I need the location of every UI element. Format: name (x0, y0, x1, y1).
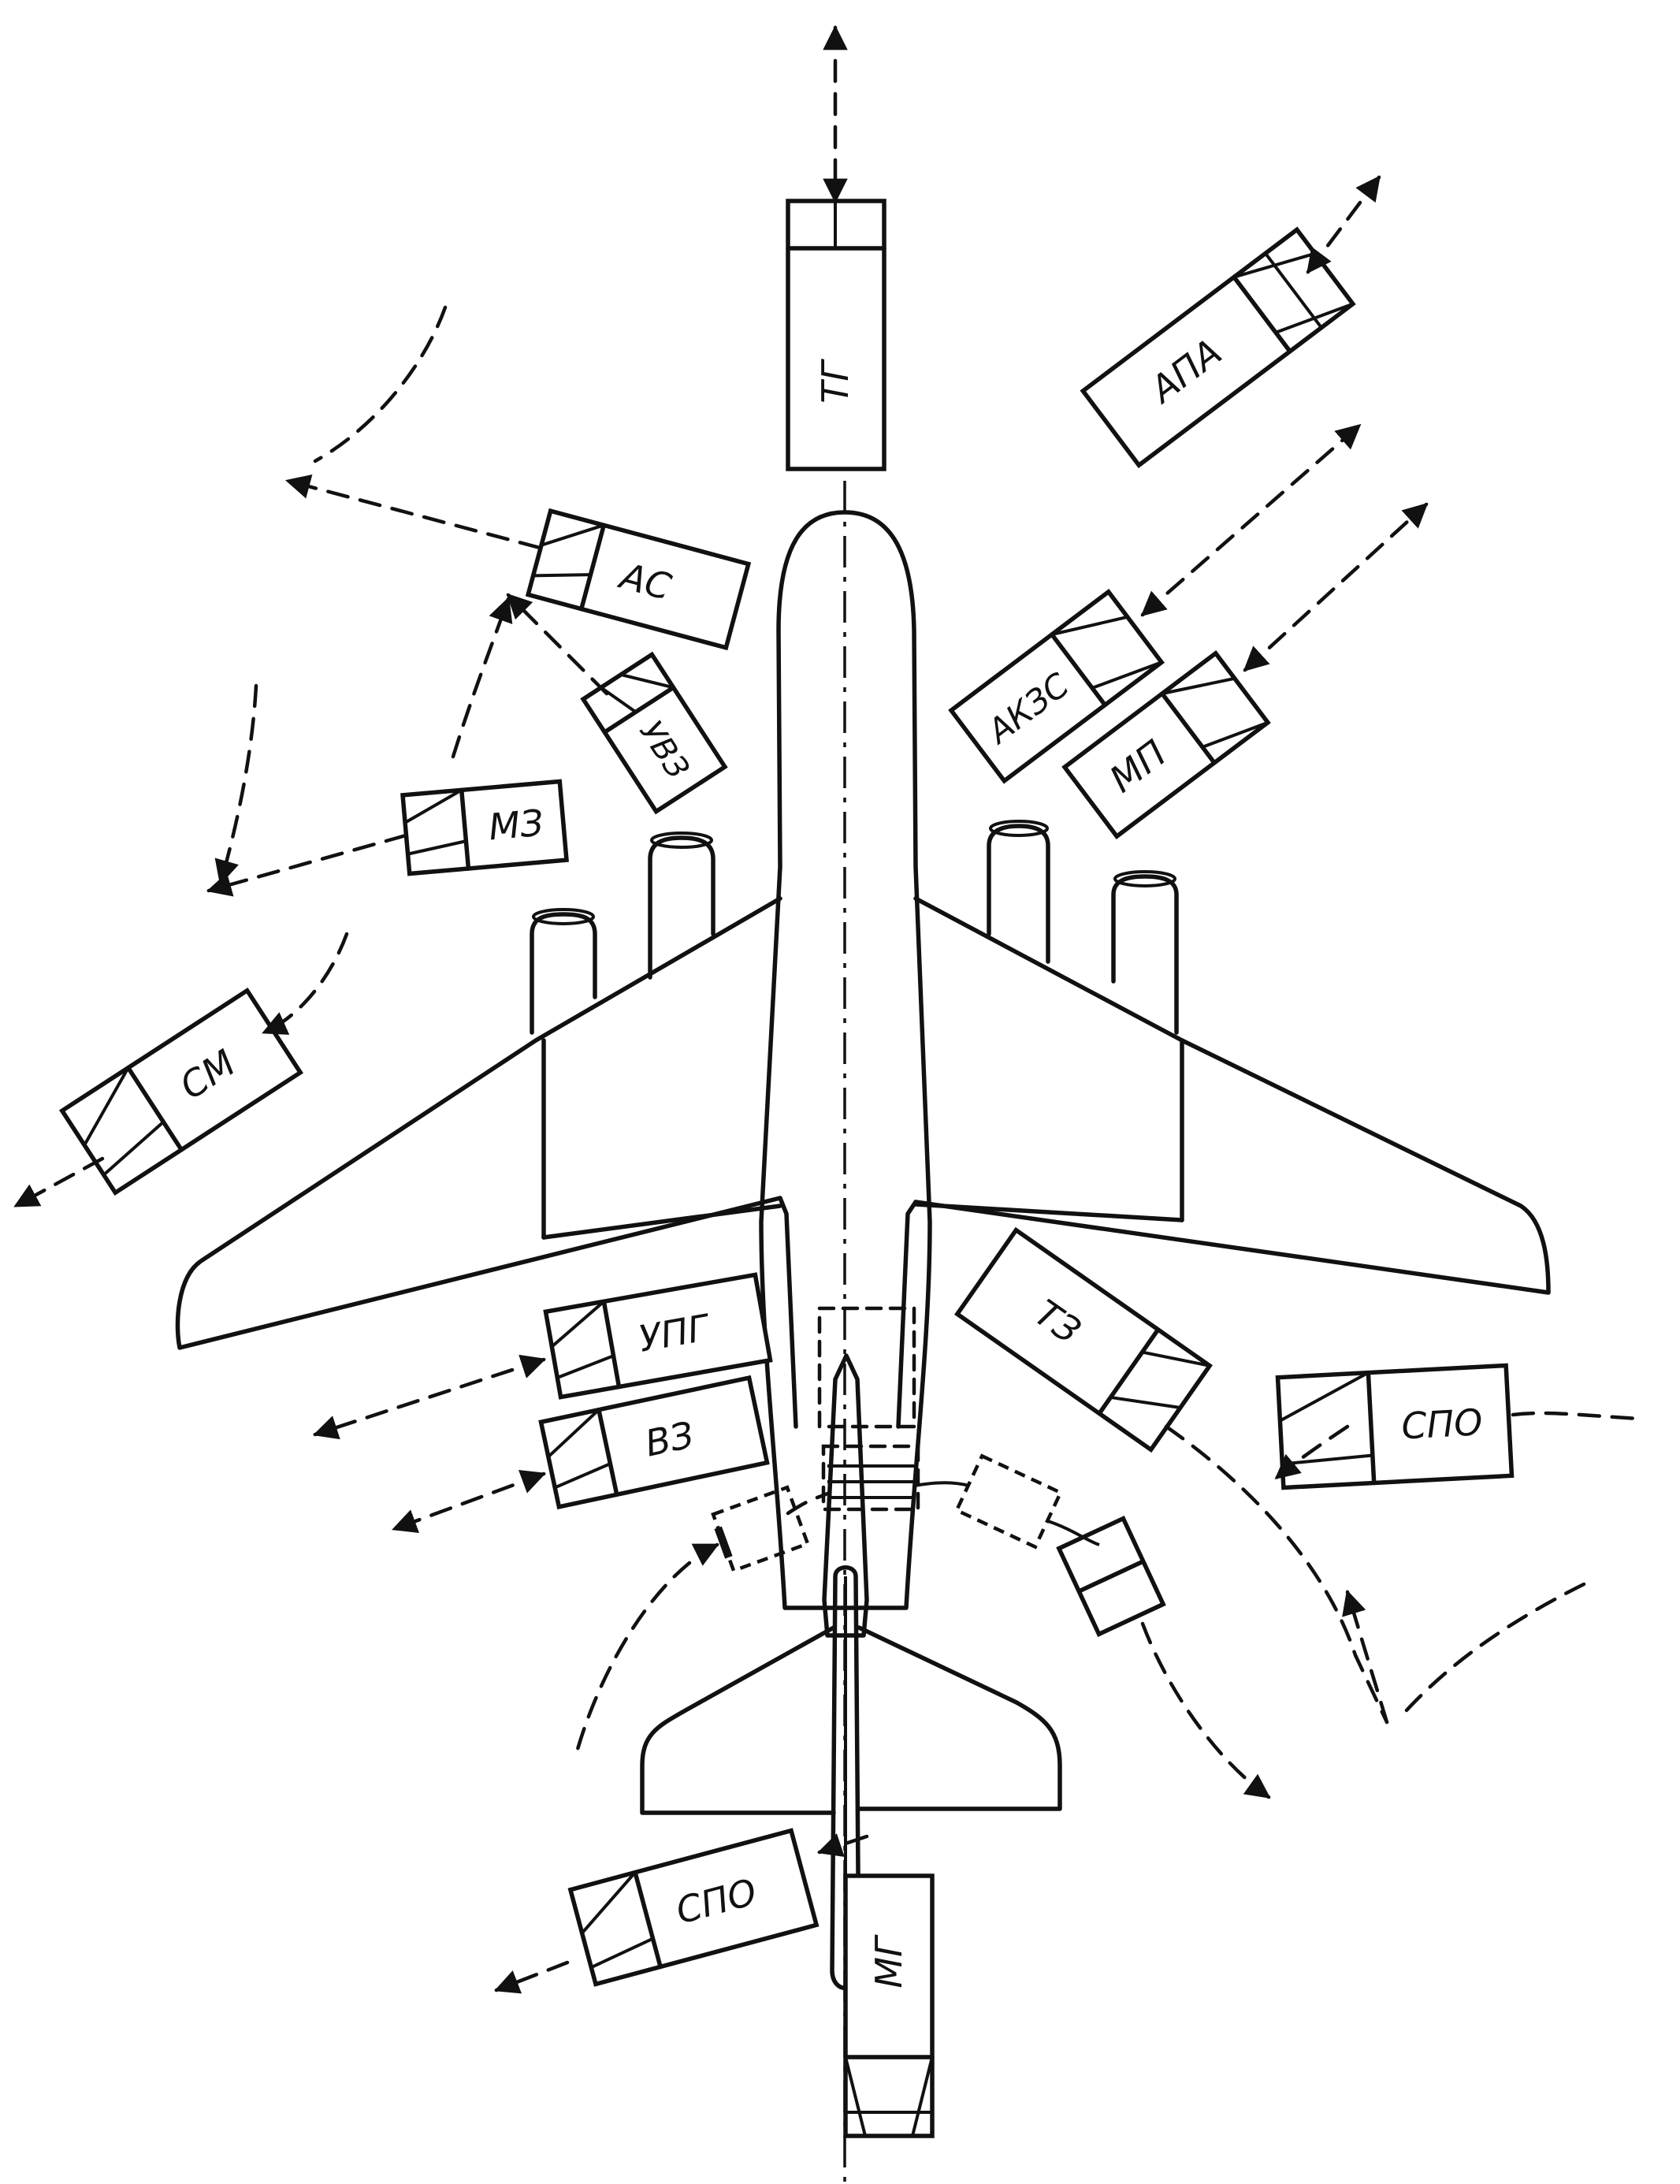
vehicle-as: АС (525, 508, 752, 651)
aft-hatch-box (821, 1444, 920, 1512)
vehicle-spo-bottom: СПО (567, 1828, 820, 1987)
path-tz (1164, 1424, 1389, 1725)
left-wing (175, 896, 782, 1350)
right-flap-edge (913, 1202, 1184, 1222)
label-mz: МЗ (487, 802, 545, 849)
path-spo-right-in (1274, 1424, 1350, 1480)
vehicle-akzs: АКЗС (948, 588, 1165, 784)
path-spo-right-out (1511, 1411, 1641, 1421)
label-vz: ВЗ (641, 1413, 697, 1465)
engine-left-outer (530, 908, 597, 1035)
tail-unit-left (711, 1485, 810, 1573)
label-tg: ТГ (814, 359, 857, 404)
path-mz (206, 833, 408, 897)
vehicle-uvz: УВЗ (580, 651, 728, 815)
path-tail-left (573, 1542, 719, 1760)
path-uvz (506, 593, 609, 696)
vehicle-mg: МГ (843, 1873, 935, 2138)
vehicle-upg: УПГ (543, 1272, 773, 1400)
path-uvz-approach (451, 597, 513, 759)
tail-unit-right (954, 1453, 1063, 1550)
path-spo-bottom-out (494, 1960, 570, 1994)
vehicle-mp: МП (1061, 650, 1271, 839)
path-tz-return (1342, 1589, 1389, 1725)
hose-right (913, 1481, 970, 1487)
path-apa (1306, 175, 1381, 274)
path-sm-in (262, 932, 349, 1035)
fuselage (759, 510, 932, 1610)
path-mp (1243, 502, 1429, 672)
vertical-fin (822, 1353, 869, 1638)
vehicle-mz: МЗ (400, 779, 569, 876)
vehicle-sm: СМ (59, 987, 303, 1196)
engine-right-inner (987, 820, 1050, 964)
path-mz-approach (214, 683, 258, 886)
engine-right-outer (1111, 870, 1179, 1035)
hose-left (786, 1491, 830, 1516)
path-vz (392, 1470, 546, 1533)
label-spo-right: СПО (1400, 1401, 1484, 1447)
path-as-approach (313, 305, 448, 463)
vehicle-apa: АПА (1080, 226, 1356, 469)
left-root-fillet (778, 1196, 798, 1429)
tail-hatch-box (817, 1306, 916, 1429)
left-stabilizer (640, 1625, 836, 1815)
engine-left-inner (648, 832, 715, 980)
path-upg (313, 1354, 546, 1440)
vehicle-vz: ВЗ (538, 1375, 770, 1510)
path-spo-bottom-in (817, 1833, 869, 1857)
left-flap-edge (541, 1204, 782, 1240)
vehicle-tz: ТЗ (954, 1226, 1213, 1453)
path-as (284, 474, 542, 550)
right-root-fillet (896, 1200, 918, 1429)
hose-right-2 (1047, 1520, 1100, 1546)
label-mg: МГ (868, 1934, 910, 1989)
right-stabilizer (857, 1625, 1062, 1811)
path-sm-out (13, 1156, 105, 1208)
right-wing (913, 896, 1551, 1295)
path-tail-right (1140, 1621, 1271, 1799)
path-akzs (1140, 423, 1362, 617)
vehicle-tg: ТГ (786, 199, 886, 471)
tail-truck-right (1056, 1515, 1166, 1638)
vehicle-spo-right: СПО (1275, 1363, 1515, 1490)
path-tz-out (1404, 1582, 1586, 1713)
